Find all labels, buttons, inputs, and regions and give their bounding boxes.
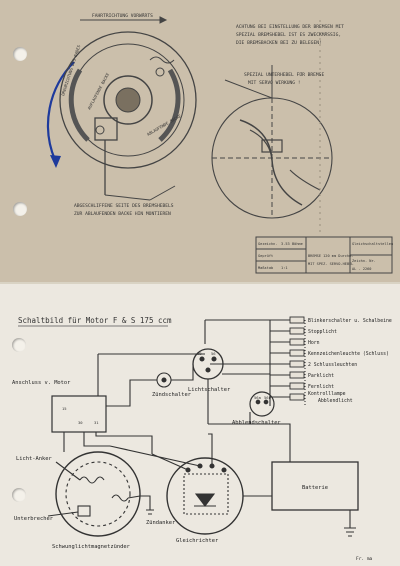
brake-shoe-right [158, 68, 181, 142]
brake-cam [94, 117, 118, 141]
label-zuendanker: Zündanker [146, 520, 176, 526]
ground-symbol [344, 510, 356, 537]
tb-r1c3: Böhme [292, 242, 303, 246]
load-label-extra: Kontrolllampe [308, 391, 346, 397]
ignition-coil [111, 494, 129, 502]
label-zuendschalter: Zündschalter [152, 392, 192, 398]
tb-r1c2: 3.53 [281, 242, 290, 246]
direction-label: FAHRTRICHTUNG VORWÄRTS [92, 12, 153, 19]
terminal-30: 30 [78, 420, 83, 425]
lever-slot [261, 139, 283, 153]
tb-part-2: MIT SPEZ. SERVO-HEBEL [308, 262, 353, 266]
bottom-note-1: ABGESCHLIFFENE SEITE DES BREMSHEBELS [74, 203, 174, 209]
brake-plate-outer [59, 31, 197, 169]
load-label-7: Fernlicht [308, 384, 334, 390]
tb-r2c1: Geprüft [258, 254, 273, 258]
tb-r3c1: Maßstab [258, 266, 273, 270]
punch-hole [13, 202, 27, 216]
load-symbols [289, 316, 305, 401]
load-label-2: Stopplicht [308, 329, 337, 335]
load-label-6: Parklicht [308, 373, 334, 379]
cam-pin [95, 125, 105, 135]
label-unterbrecher: Unterbrecher [14, 516, 54, 522]
hub-center [115, 87, 141, 113]
load-label-3: Horn [308, 340, 320, 346]
flywheel-magneto [55, 451, 141, 537]
load-label-5: 2 Schlussleuchten [308, 362, 357, 368]
lever-label-2: MIT SERVO WIRKUNG ! [248, 80, 301, 86]
load-label-8: Abblendlicht [318, 398, 353, 404]
note-line-1: ACHTUNG BEI EINSTELLUNG DER BREMSEN MIT [236, 24, 344, 30]
tb-r3c2: 1:1 [281, 266, 288, 270]
spring-pin [155, 67, 165, 77]
rectifier-diode-icon [194, 493, 216, 507]
spark-plug [140, 495, 154, 515]
lever-label-1: SPEZIAL UNTERHEBEL FÜR BREMSE [244, 71, 324, 78]
dimmer-switch [249, 391, 275, 417]
tb-right-2: Zeichn. Nr. [352, 259, 376, 263]
hub-ring [103, 75, 153, 125]
terminal-31: 31 [94, 420, 99, 425]
load-label-1: Blinkerschalter u. Schalbeine [308, 318, 392, 324]
label-lichtschalter: Lichtschalter [188, 387, 231, 393]
tb-right-3: AL - 2260 [352, 267, 371, 271]
return-spring [149, 56, 175, 64]
label-schwunglicht: Schwunglichtmagnetzünder [52, 544, 131, 550]
wiring-diagram: Schaltbild für Motor F & S 175 ccm [12, 316, 392, 562]
brake-drawing-sheet: FAHRTRICHTUNG VORWÄRTS ACHTUNG BEI EINST… [0, 0, 400, 282]
bottom-note-2: ZUR ABLAUFENDEN BACKE HIN MONTIEREN [74, 211, 171, 217]
load-bank [270, 319, 290, 398]
arc-label-inner: AUFLAUFENDE BACKE [86, 71, 110, 110]
punch-hole [12, 338, 26, 352]
brake-drawing: FAHRTRICHTUNG VORWÄRTS ACHTUNG BEI EINST… [46, 12, 393, 274]
terminal-56a: 56a [254, 395, 261, 400]
motor-connector-box [51, 395, 107, 433]
arrow-head [159, 16, 168, 24]
label-batterie: Batterie [302, 485, 328, 491]
label-licht-anker: Licht-Anker [16, 456, 52, 462]
terminal-56b: 56b [264, 395, 272, 400]
lever-profile [239, 119, 303, 206]
note-line-2: SPEZIAL BREMSHEBEL IST ES ZWECKMÄSSIG, [236, 31, 341, 38]
tb-right-1: Gleichschaltstellen [352, 242, 393, 246]
brake-shoe-left [68, 68, 90, 142]
signature: Fr. ma [356, 556, 373, 562]
label-gleichrichter: Gleichrichter [176, 538, 219, 544]
diagram-title: Schaltbild für Motor F & S 175 ccm [18, 316, 172, 325]
load-label-4: Kennzeichenleuchte (Schluss) [308, 351, 389, 357]
label-abblendschalter: Abblendschalter [232, 420, 281, 426]
rotation-arrow-head [50, 155, 61, 168]
tb-r1c1: Gezeichn. [258, 242, 277, 246]
battery [271, 461, 359, 511]
wiring-diagram-sheet: Schaltbild für Motor F & S 175 ccm [0, 284, 400, 566]
breaker-points [77, 505, 91, 517]
note-line-3: DIE BREMSBACKEN BEI ZU BELEGEN! [236, 40, 322, 46]
terminal-56: 56 [211, 351, 216, 356]
punch-hole [13, 47, 27, 61]
terminal-58: 58 [197, 351, 202, 356]
punch-hole [12, 488, 26, 502]
tb-part-1: BREMSE 120 mm Durchm. [308, 254, 353, 258]
terminal-15: 15 [62, 406, 67, 411]
lighting-coil [79, 476, 105, 484]
label-anschluss: Anschluss v. Motor [12, 380, 71, 386]
